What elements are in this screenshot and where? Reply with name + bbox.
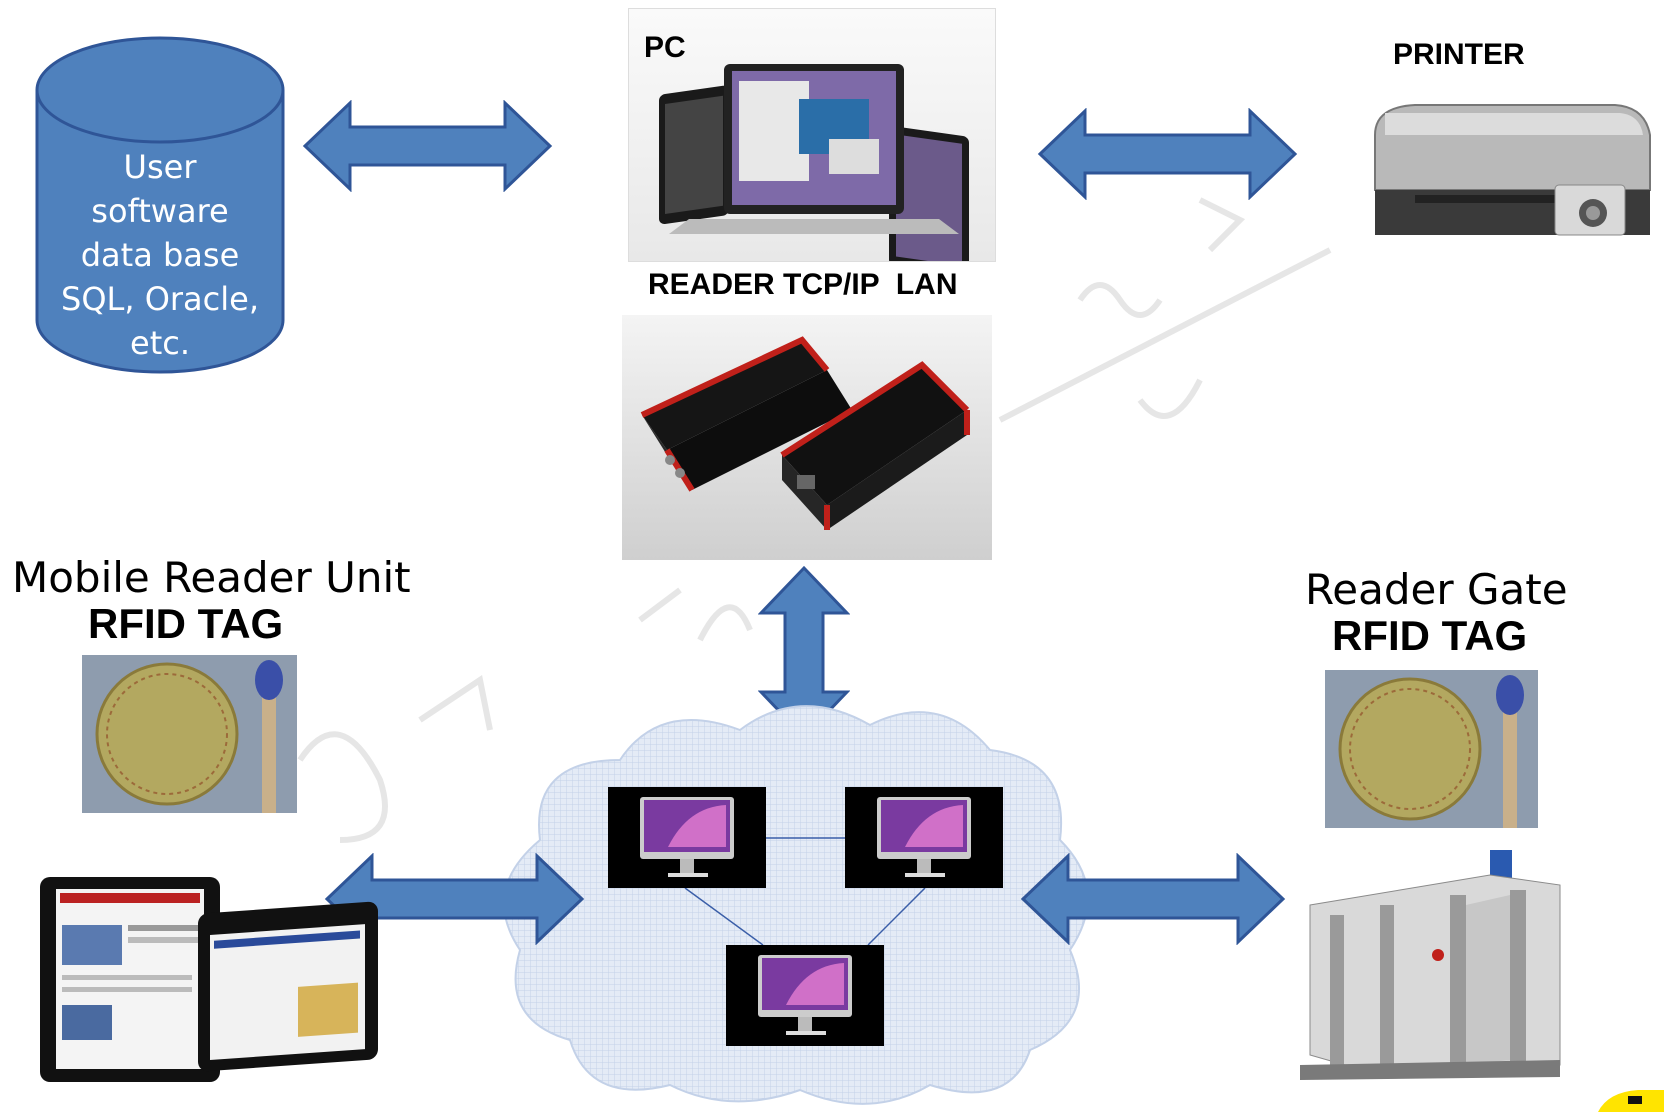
arrow-network-gate xyxy=(1020,853,1286,945)
pc-image: PC xyxy=(628,8,996,262)
database-text: User software data base SQL, Oracle, etc… xyxy=(55,145,265,365)
reader-lan-label: READER TCP/IP LAN xyxy=(648,268,958,301)
database-cylinder: User software data base SQL, Oracle, etc… xyxy=(35,35,285,375)
database-line-1: User software xyxy=(91,148,229,230)
pc-label: PC xyxy=(644,31,686,64)
printer-label: PRINTER xyxy=(1393,38,1525,71)
database-line-3: SQL, Oracle, xyxy=(61,280,259,318)
arrow-pc-printer xyxy=(1037,108,1298,200)
database-line-4: etc. xyxy=(130,324,190,362)
tablets-image xyxy=(38,875,378,1085)
gate-rfid-tag-image xyxy=(1325,670,1538,828)
reader-gate-title: Reader Gate xyxy=(1305,565,1568,614)
mobile-rfid-tag-image xyxy=(82,655,297,813)
reader-device-image xyxy=(622,315,992,560)
network-monitor-1 xyxy=(608,787,766,888)
corner-logo xyxy=(1598,1090,1664,1112)
mobile-rfid-tag-label: RFID TAG xyxy=(88,600,284,647)
database-line-2: data base xyxy=(80,236,240,274)
arrow-db-pc xyxy=(302,100,553,192)
network-monitor-2 xyxy=(845,787,1003,888)
reader-gate-image xyxy=(1300,845,1660,1080)
network-monitor-3 xyxy=(726,945,884,1046)
gate-rfid-tag-label: RFID TAG xyxy=(1332,612,1528,659)
mobile-reader-title: Mobile Reader Unit xyxy=(12,553,411,602)
printer-image xyxy=(1355,95,1660,240)
